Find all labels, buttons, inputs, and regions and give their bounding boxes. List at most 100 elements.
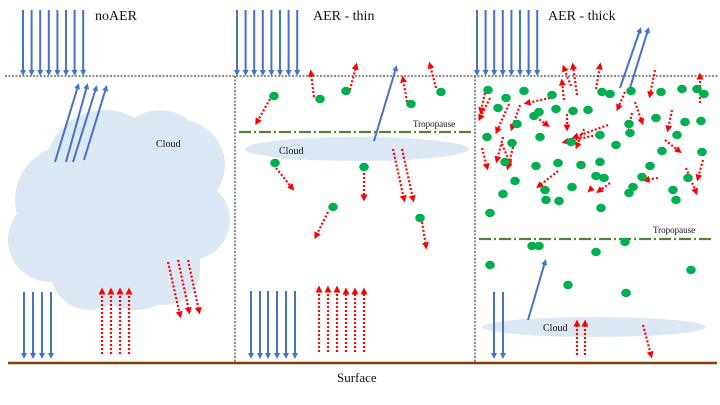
aerosol-particle — [696, 116, 706, 126]
aerosol-particle — [436, 87, 446, 97]
aerosol-particle — [568, 106, 578, 116]
scattered-arrow — [596, 182, 611, 194]
scattered-arrow — [570, 62, 579, 96]
aerosol-particle — [531, 161, 541, 171]
cloud-label-thick: Cloud — [543, 323, 567, 334]
aerosol-particle — [595, 130, 605, 140]
aerosol-particle — [554, 196, 564, 206]
scattered-arrow — [478, 97, 491, 122]
aerosol-particle — [645, 161, 655, 171]
scattered-arrow — [494, 136, 505, 164]
scattered-arrow — [275, 167, 295, 191]
aerosol-particle — [567, 182, 577, 192]
scattered-arrow — [314, 211, 329, 240]
scattered-arrow — [495, 103, 511, 135]
aerosol-particle — [328, 202, 338, 212]
scattered-arrow — [587, 185, 595, 193]
aerosol-particle — [553, 158, 563, 168]
aerosol-particle — [620, 237, 630, 247]
aerosol-particle — [510, 176, 520, 186]
aerosol-particle — [498, 189, 508, 199]
scattered-arrow — [400, 75, 409, 103]
aerosol-particle — [541, 195, 551, 205]
thin-stratus-cloud — [245, 137, 469, 161]
scattered-arrow — [561, 133, 598, 145]
scattered-arrow — [633, 101, 645, 126]
tropopause-label-thin: Tropopause — [413, 119, 455, 129]
aerosol-particle — [596, 203, 606, 213]
solar-arrow — [619, 27, 642, 89]
aerosol-particle — [483, 85, 493, 95]
scattered-arrow — [641, 324, 654, 359]
aerosol-particle — [501, 93, 511, 103]
aerosol-particle — [507, 138, 517, 148]
aerosol-particle — [527, 241, 537, 251]
scattered-arrow — [478, 92, 487, 115]
scattered-arrow — [420, 221, 429, 250]
scattered-arrow — [166, 261, 183, 319]
thick-stratus-cloud — [482, 317, 706, 337]
aerosol-particle — [415, 213, 425, 223]
aerosol-particle — [611, 140, 621, 150]
scattered-arrow — [176, 259, 192, 315]
scattered-arrow — [348, 62, 359, 91]
aerosol-particle — [500, 157, 510, 167]
surface-label: Surface — [337, 370, 377, 385]
scattered-arrow — [400, 148, 416, 203]
aerosol-particle — [535, 132, 545, 142]
scattered-arrow — [594, 62, 603, 90]
aerosol-particle — [637, 172, 647, 182]
panel-title-thick: AER - thick — [548, 9, 616, 24]
aerosol-particle — [625, 128, 635, 138]
scattered-arrow — [571, 123, 609, 140]
aerosol-particle — [406, 99, 416, 109]
scattered-arrow — [255, 98, 271, 126]
aerosol-particle — [672, 130, 682, 140]
scattered-arrow — [307, 69, 316, 98]
aerosol-particle — [269, 91, 279, 101]
aerosol-particle — [656, 87, 666, 97]
aerosol-particle — [657, 146, 667, 156]
solar-arrow — [373, 65, 399, 142]
aerosol-particle — [519, 86, 529, 96]
aerosol-particle — [534, 241, 544, 251]
aerosol-particle — [547, 90, 557, 100]
aerosol-particle — [591, 171, 601, 181]
aerosol-particle — [512, 119, 522, 129]
aerosol-particle — [566, 137, 576, 147]
scattered-arrow — [480, 147, 490, 171]
aerosol-particle — [583, 105, 593, 115]
aerosol-particle — [576, 160, 586, 170]
aerosol-particle — [680, 117, 690, 127]
scattered-arrow — [523, 96, 551, 106]
aerosol-particle — [595, 157, 605, 167]
aerosol-particle — [597, 87, 607, 97]
aerosol-particle — [626, 86, 636, 96]
aerosol-particle — [621, 288, 631, 298]
aerosol-particle — [651, 113, 661, 123]
aerosol-particle — [315, 94, 325, 104]
aerosol-particle — [605, 89, 615, 99]
cumulus-cloud — [8, 110, 230, 310]
aerosol-particle — [624, 119, 634, 129]
aerosol-particle — [591, 247, 601, 257]
solar-arrow — [65, 83, 90, 163]
aerosol-particle — [683, 173, 693, 183]
aerosol-particle — [493, 103, 503, 113]
scattered-arrow — [536, 170, 559, 189]
solar-arrow — [54, 83, 81, 163]
aerosol-particle — [341, 86, 351, 96]
solar-arrow — [72, 85, 98, 163]
scattered-arrow — [186, 259, 202, 315]
aerosol-particle — [686, 265, 696, 275]
aerosol-particle — [692, 84, 702, 94]
aerosol-particle — [671, 195, 681, 205]
scattered-arrow — [664, 139, 682, 154]
aerosol-particle — [563, 280, 573, 290]
cloud-label-noaer: Cloud — [156, 139, 180, 150]
scattered-arrow — [558, 78, 566, 101]
tropopause-label-thick: Tropopause — [653, 225, 695, 235]
scattered-arrow — [665, 109, 674, 133]
aerosol-particle — [540, 185, 550, 195]
